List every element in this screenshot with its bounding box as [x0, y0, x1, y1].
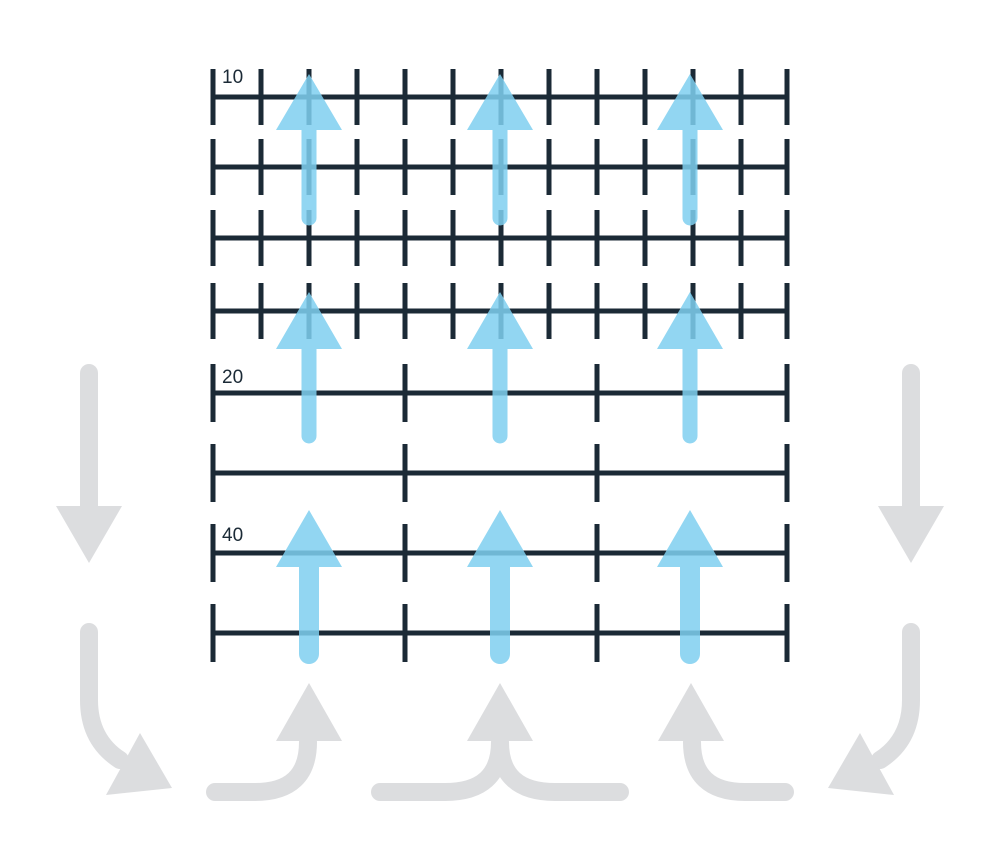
level-label-40: 40	[222, 525, 244, 546]
arrow-up-icon	[657, 74, 723, 226]
curved-arrow-icon	[658, 683, 724, 741]
arrow-head	[276, 510, 342, 567]
arrow-up-icon	[276, 292, 342, 444]
curved-arrow-icon	[683, 733, 794, 801]
curved-arrow-icon	[276, 683, 342, 741]
curved-arrow-icon	[828, 733, 894, 795]
arrow-up-icon	[467, 510, 533, 664]
updraft-arrows	[276, 74, 723, 664]
level-label-10: 10	[222, 67, 244, 88]
arrow-up-icon	[467, 74, 533, 226]
curved-arrow-icon	[206, 733, 317, 801]
arrow-down-icon	[56, 506, 122, 563]
curved-arrow-icon	[871, 623, 920, 769]
arrow-up-icon	[276, 510, 342, 664]
curved-arrow-icon	[106, 733, 172, 795]
arrow-head	[467, 292, 533, 349]
curved-arrow-icon	[467, 683, 533, 741]
arrow-up-icon	[657, 292, 723, 444]
arrow-head	[657, 292, 723, 349]
arrow-head	[657, 510, 723, 567]
circulation-arrows	[56, 364, 944, 801]
curved-arrow-icon	[80, 623, 129, 769]
curved-arrow-icon	[371, 733, 629, 801]
level-label-20: 20	[222, 367, 244, 388]
arrow-head	[276, 74, 342, 130]
arrow-head	[276, 292, 342, 349]
arrow-head	[467, 74, 533, 130]
arrow-head	[467, 510, 533, 567]
arrow-up-icon	[276, 74, 342, 226]
arrow-down-icon	[878, 506, 944, 563]
arrow-up-icon	[657, 510, 723, 664]
arrow-up-icon	[467, 292, 533, 444]
arrow-head	[657, 74, 723, 130]
